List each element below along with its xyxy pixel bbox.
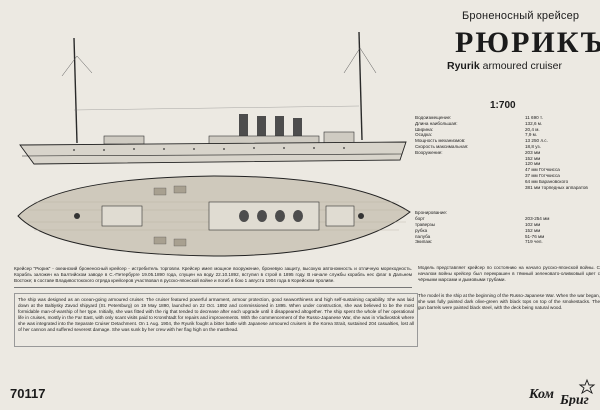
spec-value: 152 мм [525,155,541,161]
star-icon [578,378,596,395]
spec-label: Осадка: [415,132,433,138]
spec-value: 64 мм Барановского [525,178,569,184]
title-en: Ryurik armoured cruiser [447,60,562,72]
spec-armor-title: Бронирование: [415,210,448,216]
description-ru: Крейсер "Рюрик" - океанский броненосный … [14,266,412,283]
spec-value: 203 мм [525,149,541,155]
ship-side-profile [19,31,407,165]
spec-value: 13 250 л.с. [525,138,548,144]
spec-armor-title-row: Бронирование: [415,210,600,216]
spec-value: 132,6 м. [525,120,543,126]
scale-label: 1:700 [490,100,516,111]
spec-row: Мощность механизмов: 13 250 л.с. [415,138,600,144]
spec-value: 381 мм торпедных аппаратов [525,184,588,190]
spec-row: 152 мм [415,156,600,162]
spec-label: палуба [415,233,431,239]
title-en-name: Ryurik [447,60,480,72]
spec-value: 7,9 м. [525,132,538,138]
logo-word-1: Ком [528,387,554,402]
title-ru: РЮРИКЪ [455,26,600,59]
spec-row: 37 мм Готчкисса [415,173,600,179]
model-note-en: The model is the ship at the beginning o… [418,293,600,310]
spec-row: 381 мм торпедных аппаратов [415,185,600,191]
english-text-frame [14,293,418,347]
spec-value: 37 мм Готчкисса [525,172,560,178]
spec-row: 47 мм Готчкисса [415,167,600,173]
ship-top-view [17,175,411,257]
spec-row: Осадка: 7,9 м. [415,132,600,138]
spec-label: Водоизмещение: [415,115,452,120]
spec-value: 18,8 уз. [525,143,541,149]
spec-value: 152 мм [525,227,541,233]
spec-row: Экипаж: 719 чел. [415,239,600,245]
spec-value: 102 мм [525,221,541,227]
description-en: The ship was designed as an ocean-going … [18,297,414,332]
spec-row: палуба 51-76 мм [415,234,600,240]
spec-row: траверзы 102 мм [415,222,600,228]
spec-value: 203-254 мм [525,216,550,222]
spec-label: борт [415,216,425,222]
spec-label: Ширина: [415,126,434,132]
divider [14,287,412,288]
logo-word-2: Бриг [559,393,589,406]
spec-label: траверзы [415,221,436,227]
spec-row: Водоизмещение: 11 690 т. [415,115,600,121]
model-note-ru: Модель представляет крейсер по состоянию… [418,265,600,282]
spec-value: 20,4 м. [525,126,540,132]
spec-label: Экипаж: [415,239,433,245]
spec-value: 120 мм [525,161,541,167]
title-en-type: armoured cruiser [479,60,562,72]
spec-row: Длина наибольшая: 132,6 м. [415,121,600,127]
spec-value: 11 690 т. [525,115,543,120]
spec-label [415,185,525,191]
spec-row: рубка 152 мм [415,228,600,234]
combrig-logo: Ком Бриг [528,378,596,406]
spec-row: 120 мм [415,161,600,167]
catalog-number: 70117 [10,386,46,401]
spec-row: борт 203-254 мм [415,216,600,222]
spec-label: Мощность механизмов: [415,138,466,144]
spec-label: рубка [415,227,428,233]
spec-row: 64 мм Барановского [415,179,600,185]
spec-value: 51-76 мм [525,233,545,239]
spec-table: Водоизмещение:11 690 т.Длина наибольшая:… [415,115,600,245]
spec-value: 719 чел. [525,239,543,245]
spec-label: Скорость максимальная: [415,143,469,149]
spec-row: Скорость максимальная: 18,8 уз. [415,144,600,150]
spec-value: 47 мм Готчкисса [525,167,560,173]
spec-row: Вооружение: 203 мм [415,150,600,156]
spec-label: Длина наибольшая: [415,120,458,126]
spec-label: Вооружение: [415,149,443,155]
spec-main-list: Водоизмещение:11 690 т.Длина наибольшая:… [415,115,600,190]
subtitle-ru: Броненосный крейсер [462,10,580,22]
spec-row: Ширина: 20,4 м. [415,127,600,133]
